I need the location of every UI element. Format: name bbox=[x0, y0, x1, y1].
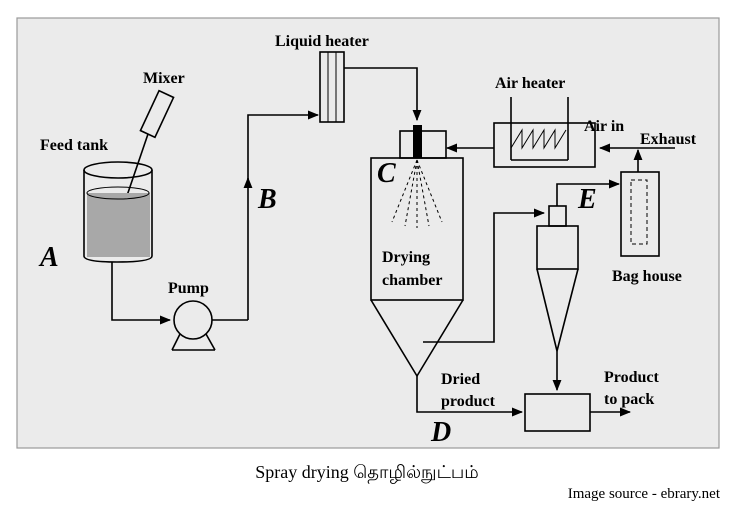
cyclone-to-baghouse bbox=[556, 179, 621, 206]
image-source: Image source - ebrary.net bbox=[567, 486, 720, 502]
point-a: A bbox=[38, 242, 59, 273]
label-dried: Dried bbox=[441, 371, 480, 388]
label-bag-house: Bag house bbox=[612, 268, 682, 285]
label-mixer: Mixer bbox=[143, 70, 185, 87]
label-chamber: chamber bbox=[382, 272, 442, 289]
label-drying: Drying bbox=[382, 249, 430, 266]
point-b: B bbox=[257, 184, 277, 215]
chamber-to-cyclone bbox=[423, 208, 546, 343]
label-product-to: Product bbox=[604, 369, 659, 386]
pipe-to-liquid-heater bbox=[247, 110, 320, 320]
air-heater bbox=[493, 97, 596, 168]
bag-house bbox=[620, 171, 660, 257]
figure-caption: Spray drying தொழில்நுட்பம் bbox=[255, 462, 479, 482]
label-to-pack: to pack bbox=[604, 391, 654, 408]
label-air-in: Air in bbox=[584, 118, 624, 135]
point-c: C bbox=[377, 158, 396, 189]
feed-pipe bbox=[111, 262, 172, 325]
point-d: D bbox=[430, 417, 451, 448]
label-feed-tank: Feed tank bbox=[40, 137, 108, 154]
label-air-heater: Air heater bbox=[495, 75, 565, 92]
feed-tank bbox=[83, 161, 153, 263]
pipe-to-nozzle bbox=[344, 67, 422, 122]
dried-product-line bbox=[416, 376, 524, 417]
label-product: product bbox=[441, 393, 496, 410]
label-pump: Pump bbox=[168, 280, 209, 297]
liquid-heater bbox=[319, 51, 345, 123]
label-exhaust: Exhaust bbox=[640, 131, 697, 148]
pump bbox=[171, 300, 248, 351]
label-liquid-heater: Liquid heater bbox=[275, 33, 369, 50]
point-e: E bbox=[577, 184, 597, 215]
